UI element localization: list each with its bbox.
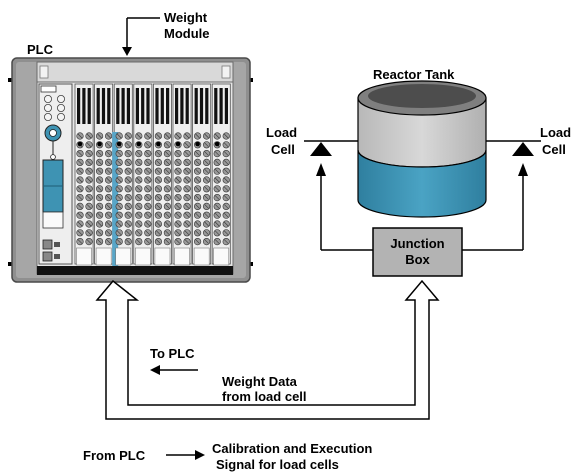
io-module [152,83,172,266]
junction-box-label-line1: Junction [390,236,445,251]
arrow-left-icon [150,365,160,375]
cpu-led-strip [40,85,57,93]
load-cell-left-label-line2: Cell [271,142,295,157]
load-cell-wiring [304,140,541,251]
plc-label: PLC [27,42,53,57]
connector-port [42,239,53,250]
load-cell-left-icon [310,142,332,156]
data-channel-arrows [95,279,440,420]
weight-module-label-line2: Module [164,26,210,41]
arrow-right-icon [195,450,205,460]
arrow-up-icon [316,163,326,176]
calibration-label-line1: Calibration and Execution [212,441,373,456]
rack-top-rail [36,61,234,83]
io-module [94,83,114,266]
tank-top-shadow [368,84,476,108]
io-module [211,83,231,266]
weight-data-label-line2: from load cell [222,389,307,404]
to-plc-arrow [150,365,198,375]
arrow-up-icon [518,163,528,176]
io-module [192,83,212,266]
reactor-tank-label: Reactor Tank [373,67,455,82]
reactor-tank [357,80,487,218]
load-cell-left-label-line1: Load [266,125,298,140]
rail-latch [221,65,231,79]
weight-module-highlight [112,132,119,266]
plc-rack [8,57,253,283]
rail-latch [39,65,49,79]
arrow-down-icon [122,47,132,56]
junction-box [372,227,463,277]
io-module [172,83,192,266]
io-module [133,83,153,266]
rack-bottom-bar [37,266,233,275]
io-module-bank [74,83,231,266]
calibration-label-line2: Signal for load cells [216,457,339,472]
io-module [74,83,94,266]
load-cell-right-icon [512,142,534,156]
load-cell-right-label-line1: Load [540,125,572,140]
connector-port [42,251,53,262]
from-plc-label: From PLC [83,448,146,463]
to-plc-label: To PLC [150,346,195,361]
io-module [112,83,133,266]
cpu-module [38,83,73,265]
junction-box-label-line2: Box [405,252,430,267]
weight-module-pointer [122,17,160,56]
tank-liquid [357,149,487,218]
weight-module-label-line1: Weight [164,10,208,25]
load-cell-right-label-line2: Cell [542,142,566,157]
weight-data-label-line1: Weight Data [222,374,297,389]
from-plc-arrow [166,450,205,460]
